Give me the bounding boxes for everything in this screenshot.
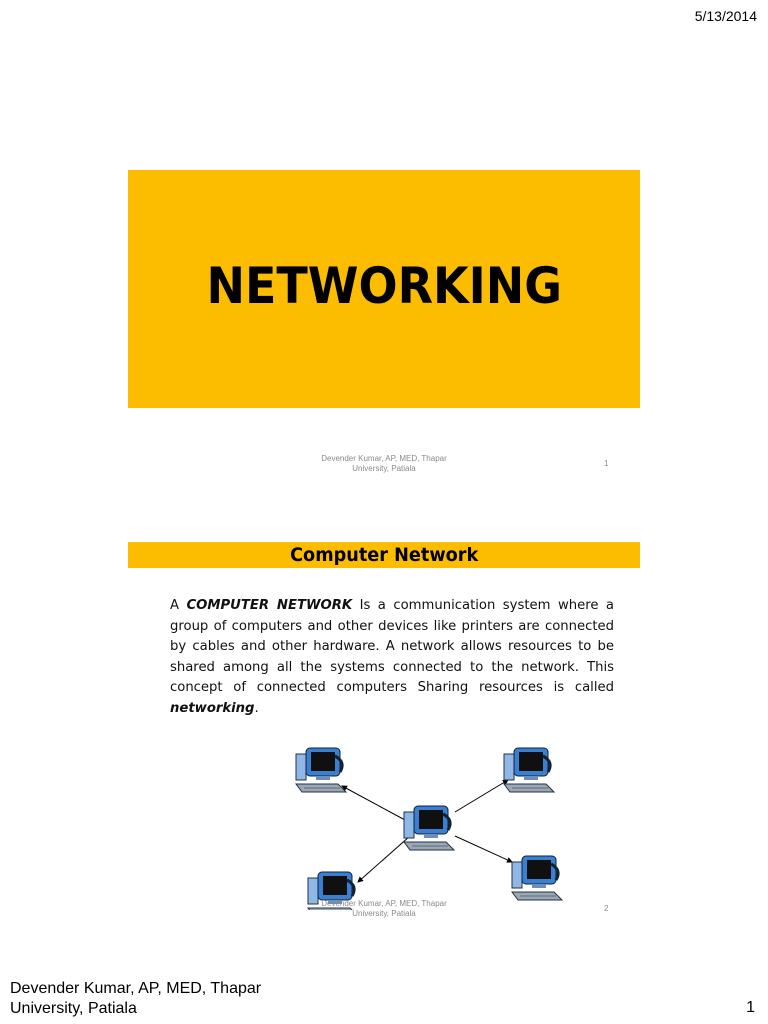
slide1-footer: Devender Kumar, AP, MED, Thapar Universi… [300,454,468,474]
page-date: 5/13/2014 [694,8,757,24]
para-text-c: . [254,700,259,716]
para-text-b: Is a communication system where a group … [170,598,614,695]
computer-icon [502,746,556,794]
link-to-top-left [341,785,406,821]
network-diagram [294,746,564,910]
slide-title: NETWORKING [206,257,562,315]
page-footer: Devender Kumar, AP, MED, Thapar Universi… [10,979,261,1019]
slide1-number: 1 [604,459,609,468]
slide1-footer-line1: Devender Kumar, AP, MED, Thapar [321,454,447,463]
page-footer-line2: University, Patiala [10,1000,137,1017]
slide2-heading-bar: Computer Network [128,542,640,568]
para-term-networking: networking [170,700,255,716]
title-slide-banner: NETWORKING [128,170,640,408]
computer-icon [402,804,456,852]
slide2-heading: Computer Network [289,544,479,566]
para-text-a: A [170,598,187,613]
slide2-footer-line1: Devender Kumar, AP, MED, Thapar [321,899,447,908]
link-to-bottom-left [357,835,411,883]
link-to-top-right [454,779,509,813]
para-term-computer-network: COMPUTER NETWORK [186,598,353,613]
link-to-bottom-right [454,835,513,863]
computer-icon [294,746,348,794]
slide2-footer: Devender Kumar, AP, MED, Thapar Universi… [300,899,468,919]
slide2-number: 2 [604,904,609,913]
slide1-footer-line2: University, Patiala [352,464,416,473]
page-footer-line1: Devender Kumar, AP, MED, Thapar [10,980,262,997]
slide2-footer-line2: University, Patiala [352,909,416,918]
computer-icon [510,854,564,902]
definition-paragraph: A COMPUTER NETWORK Is a communication sy… [170,596,614,719]
page-number: 1 [746,999,755,1016]
